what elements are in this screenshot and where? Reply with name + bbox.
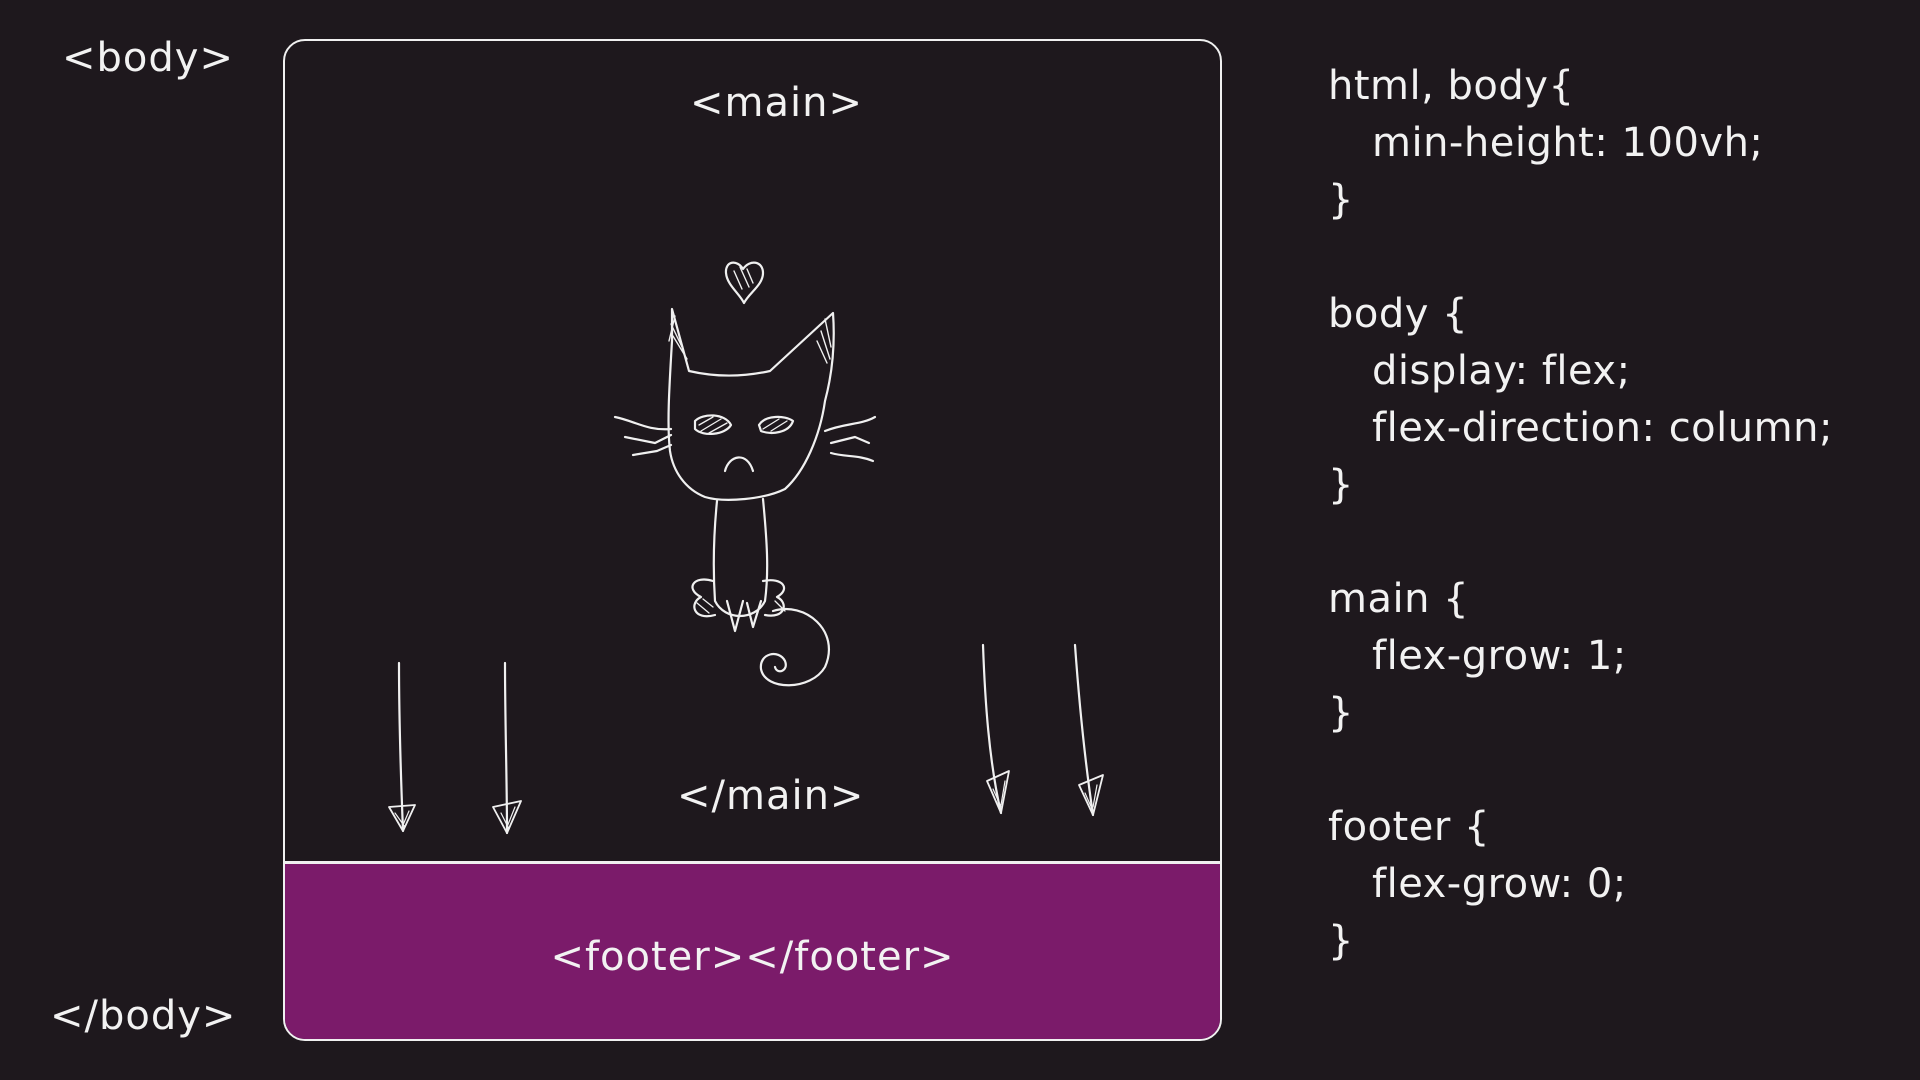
page-frame: <main> </main>: [283, 39, 1222, 1041]
footer-region: <footer></footer>: [285, 864, 1220, 1039]
code-close-brace: }: [1328, 177, 1354, 223]
main-open-tag: <main>: [690, 80, 863, 126]
code-selector: body {: [1328, 291, 1469, 337]
code-close-brace: }: [1328, 690, 1354, 736]
arrow-down-icon-2: [492, 661, 522, 835]
main-region: <main> </main>: [285, 41, 1220, 864]
arrow-down-icon-3: [981, 643, 1010, 815]
code-declaration: flex-grow: 1;: [1372, 633, 1627, 679]
cat-eye-right: [757, 415, 795, 434]
code-block-body: body { display: flex; flex-direction: co…: [1328, 286, 1888, 514]
code-selector: footer {: [1328, 804, 1490, 850]
cat-head: [667, 307, 835, 501]
code-block-footer: footer { flex-grow: 0; }: [1328, 799, 1888, 970]
code-declaration: flex-grow: 0;: [1372, 861, 1627, 907]
cat-tail: [759, 608, 831, 687]
code-selector: main {: [1328, 576, 1470, 622]
css-code-panel: html, body{ min-height: 100vh; } body { …: [1328, 58, 1888, 1027]
code-close-brace: }: [1328, 462, 1354, 508]
code-declaration: flex-direction: column;: [1372, 405, 1833, 451]
cat-eye-left: [693, 414, 733, 435]
code-block-html-body: html, body{ min-height: 100vh; }: [1328, 58, 1888, 229]
code-block-main: main { flex-grow: 1; }: [1328, 571, 1888, 742]
body-open-tag: <body>: [62, 35, 234, 81]
footer-tag: <footer></footer>: [550, 934, 955, 980]
arrow-down-icon-1: [388, 661, 416, 833]
code-declaration: min-height: 100vh;: [1372, 120, 1764, 166]
code-selector: html, body{: [1328, 63, 1575, 109]
body-close-tag: </body>: [50, 993, 237, 1039]
heart-icon: [724, 261, 765, 305]
cat-body: [712, 497, 769, 617]
code-declaration: display: flex;: [1372, 348, 1631, 394]
main-close-tag: </main>: [677, 773, 865, 819]
cat-illustration: [388, 261, 1104, 835]
code-close-brace: }: [1328, 918, 1354, 964]
arrow-down-icon-4: [1073, 643, 1104, 817]
